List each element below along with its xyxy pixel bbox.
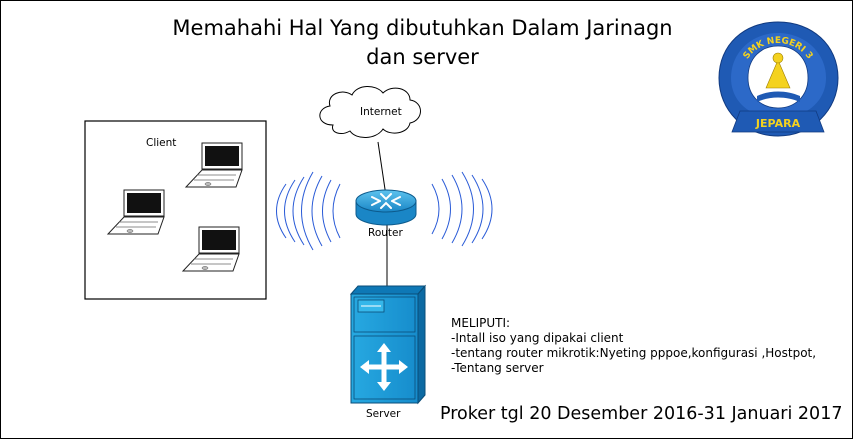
client-group-box (84, 120, 267, 300)
laptop-icon-3 (181, 226, 240, 272)
wireless-waves-right-icon (431, 171, 493, 247)
server-label: Server (366, 408, 401, 420)
internet-cloud-icon (319, 86, 421, 138)
page-title: Memahahi Hal Yang dibutuhkan Dalam Jarin… (150, 14, 695, 72)
internet-label: Internet (360, 106, 402, 118)
router-icon (355, 189, 417, 226)
link-internet-router (377, 141, 387, 197)
wireless-waves-left-icon (276, 171, 341, 251)
router-label: Router (368, 227, 403, 239)
client-label: Client (146, 137, 177, 149)
laptop-icon-1 (184, 142, 243, 188)
title-line-1: Memahahi Hal Yang dibutuhkan Dalam Jarin… (172, 16, 673, 40)
notes-item-3: -Tentang server (451, 361, 544, 375)
server-icon (349, 284, 427, 405)
notes-block: MELIPUTI: -Intall iso yang dipakai clien… (451, 316, 816, 376)
laptop-icon-2 (106, 189, 165, 235)
notes-heading: MELIPUTI: (451, 316, 511, 330)
title-line-2: dan server (366, 45, 479, 69)
logo-bottom-text: JEPARA (755, 117, 801, 130)
notes-item-2: -tentang router mikrotik:Nyeting pppoe,k… (451, 346, 817, 360)
school-logo: JEPARA SMK NEGERI 3 (718, 21, 839, 137)
footer-caption: Proker tgl 20 Desember 2016-31 Januari 2… (440, 404, 843, 424)
notes-item-1: -Intall iso yang dipakai client (451, 331, 624, 345)
